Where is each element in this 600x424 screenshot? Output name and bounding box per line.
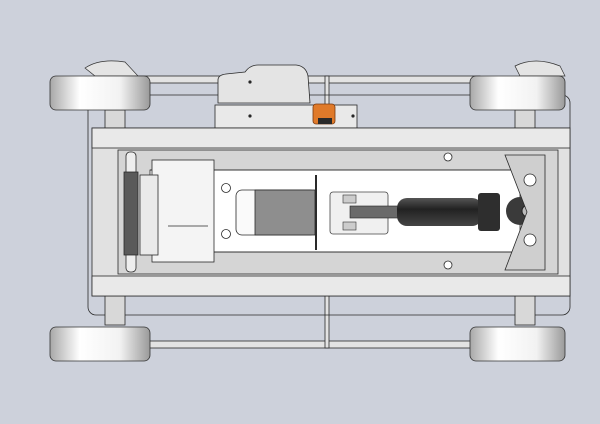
caster-wheel-top-left bbox=[49, 60, 151, 111]
left-roller bbox=[123, 151, 139, 273]
caster-wheel-bottom-right bbox=[469, 326, 566, 362]
carriage-plate bbox=[139, 159, 215, 263]
caster-wheel-bottom-left bbox=[49, 326, 151, 362]
slide-slot bbox=[221, 175, 317, 250]
v-bracket bbox=[504, 154, 546, 271]
linear-actuator bbox=[329, 191, 535, 235]
orange-knob[interactable] bbox=[312, 103, 336, 125]
caster-wheel-top-right bbox=[469, 60, 566, 111]
